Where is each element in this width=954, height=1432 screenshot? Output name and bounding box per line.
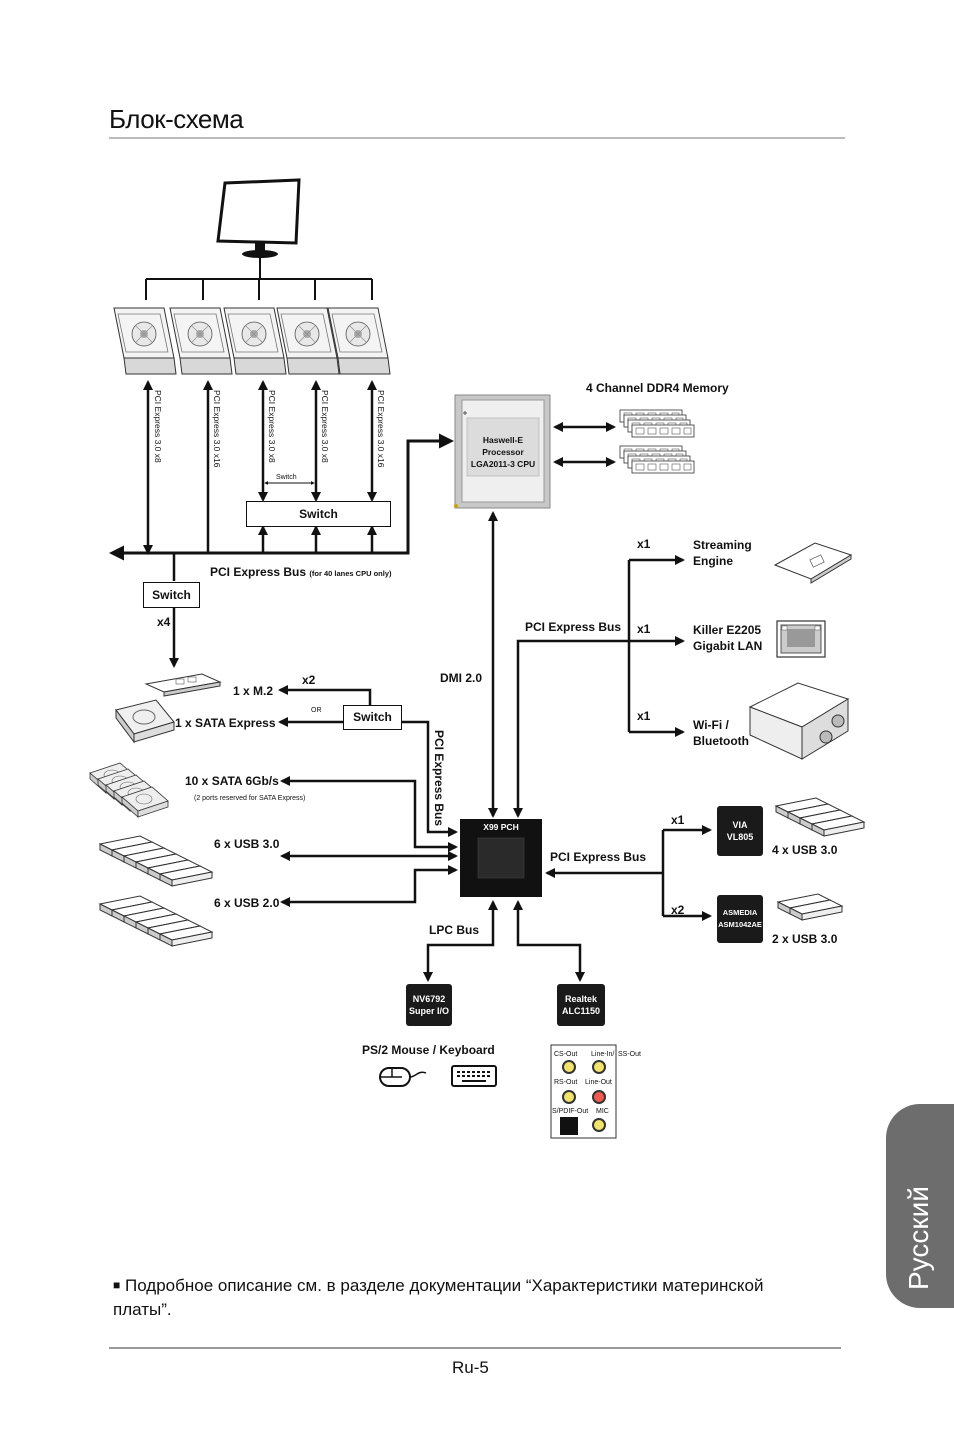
ps2-label: PS/2 Mouse / Keyboard [362, 1043, 495, 1057]
title-divider [109, 137, 845, 139]
cpu-pcie-bus-label: PCI Express Bus (for 40 lanes CPU only) [210, 565, 392, 579]
jack-spdif-label: S/PDIF-Out [552, 1108, 589, 1115]
via-usb-label: 4 x USB 3.0 [772, 843, 838, 857]
footer-divider [109, 1347, 841, 1349]
pch-pcie-bus-label: PCI Express Bus [525, 620, 622, 634]
jack-mic-label: MIC [596, 1108, 609, 1115]
wifi-x-label: x1 [637, 709, 651, 723]
gpu-link-label: PCI Express 3.0 x16 [212, 390, 222, 468]
footnote: ■ Подробное описание см. в разделе докум… [113, 1273, 813, 1322]
dmi-label: DMI 2.0 [440, 671, 483, 685]
usb20-label: 6 x USB 2.0 [214, 896, 280, 910]
footnote-text: Подробное описание см. в разделе докумен… [113, 1276, 764, 1319]
page-title: Блок-схема [109, 104, 244, 134]
footnote-bullet: ■ [113, 1278, 121, 1292]
storage-switch-box: Switch [343, 705, 402, 730]
jack-rs-out-label: RS-Out [554, 1079, 578, 1086]
right-pcie-bus-label: PCI Express Bus [550, 850, 647, 864]
sata-label: 10 x SATA 6Gb/s [185, 774, 279, 788]
left-switch-box: Switch [143, 582, 200, 608]
gpu-link-label: PCI Express 3.0 x8 [320, 390, 330, 463]
jack-ss-out-label: SS-Out [618, 1051, 641, 1058]
cpu-label: Haswell-E Processor LGA2011-3 CPU [470, 435, 536, 469]
lan-x-label: x1 [637, 622, 651, 636]
streaming-x-label: x1 [637, 537, 651, 551]
via-x-label: x1 [671, 813, 685, 827]
gpu-link-label: PCI Express 3.0 x16 [376, 390, 386, 468]
jack-line-in-label: Line-In/ [591, 1051, 615, 1058]
gpu-switch-box: Switch [246, 501, 391, 527]
language-side-tab [886, 1104, 954, 1308]
pch-pcie-bus-vertical-label: PCI Express Bus [432, 730, 446, 827]
usb30-label: 6 x USB 3.0 [214, 837, 280, 851]
sata-note: (2 ports reserved for SATA Express) [194, 795, 306, 802]
asmedia-usb-label: 2 x USB 3.0 [772, 932, 838, 946]
x4-label: x4 [157, 615, 171, 629]
or-label: OR [311, 707, 322, 714]
gpu-link-label: PCI Express 3.0 x8 [153, 390, 163, 463]
language-side-tab-label: Русский [903, 1186, 934, 1290]
page-number: Ru-5 [452, 1358, 489, 1377]
memory-label: 4 Channel DDR4 Memory [586, 381, 729, 395]
m2-x2-label: x2 [302, 673, 316, 687]
m2-label: 1 x M.2 [233, 684, 274, 698]
small-switch-label: Switch [276, 474, 297, 481]
wifi-label: Wi-Fi /Bluetooth [693, 718, 749, 748]
sata-express-label: 1 x SATA Express [175, 716, 276, 730]
asmedia-x-label: x2 [671, 903, 685, 917]
jack-cs-out-label: CS-Out [554, 1051, 578, 1058]
pch-label: X99 PCH [483, 822, 519, 832]
jack-line-out-label: Line-Out [585, 1079, 612, 1086]
gpu-link-label: PCI Express 3.0 x8 [267, 390, 277, 463]
lpc-bus-label: LPC Bus [429, 923, 480, 937]
